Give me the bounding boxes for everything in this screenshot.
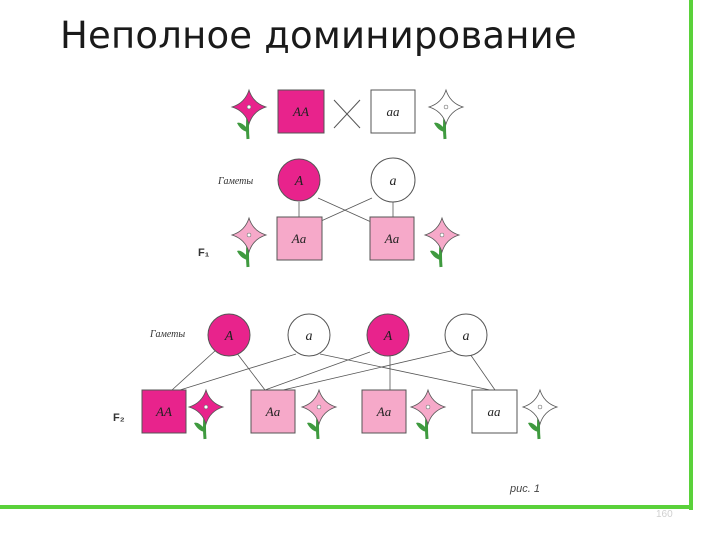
flower-dark-icon bbox=[230, 88, 268, 141]
f1-label: F₁ bbox=[198, 247, 210, 259]
slide-title: Неполное доминирование bbox=[60, 14, 577, 57]
cross-line bbox=[333, 99, 361, 129]
accent-line-vertical bbox=[689, 0, 693, 510]
f1-offspring-box bbox=[369, 216, 415, 261]
f2-genotype: Aa bbox=[265, 404, 281, 419]
page-number: 160 bbox=[656, 509, 673, 520]
parent-recessive-genotype: aa bbox=[387, 104, 401, 119]
f1-genotype: Aa bbox=[291, 231, 307, 246]
gamete-recessive bbox=[370, 157, 416, 203]
flower-light-icon bbox=[230, 216, 268, 269]
figure-caption: рис. 1 bbox=[509, 483, 540, 495]
gamete-recessive bbox=[287, 313, 331, 357]
gamete-line bbox=[235, 351, 266, 391]
f1-genotype: Aa bbox=[384, 231, 400, 246]
flower-white-icon bbox=[521, 388, 559, 441]
gamete-allele: A bbox=[224, 329, 234, 344]
gamete-recessive bbox=[444, 313, 488, 357]
gamete-dominant bbox=[277, 158, 321, 202]
gamete-line bbox=[179, 353, 297, 391]
gamete-dominant bbox=[207, 313, 251, 357]
flower-light-icon bbox=[423, 216, 461, 269]
f2-genotype: Aa bbox=[376, 404, 392, 419]
parent-dominant-box bbox=[277, 89, 325, 134]
gamete-line bbox=[171, 349, 217, 391]
f2-genotype: AA bbox=[155, 404, 172, 419]
f2-offspring-box bbox=[141, 389, 187, 434]
gametes-label: Гаметы bbox=[217, 176, 253, 187]
accent-line-horizontal bbox=[0, 505, 693, 509]
flower-light-icon bbox=[409, 388, 447, 441]
f2-offspring-box bbox=[250, 389, 296, 434]
gamete-allele: a bbox=[463, 329, 470, 344]
gamete-allele: A bbox=[294, 174, 304, 189]
f1-offspring-box bbox=[276, 216, 323, 261]
parent-recessive-box bbox=[370, 89, 416, 134]
gamete-line bbox=[282, 349, 456, 391]
gamete-dominant bbox=[366, 313, 410, 357]
gamete-allele: A bbox=[383, 329, 393, 344]
gamete-line bbox=[469, 353, 496, 391]
gamete-allele: a bbox=[306, 329, 313, 344]
gamete-allele: a bbox=[390, 174, 397, 189]
parent-dominant-genotype: AA bbox=[292, 104, 309, 119]
gamete-line bbox=[319, 353, 491, 391]
f2-label: F₂ bbox=[113, 412, 125, 424]
flower-white-icon bbox=[427, 88, 465, 141]
flower-dark-icon bbox=[187, 388, 225, 441]
f2-offspring-box bbox=[361, 389, 407, 434]
gamete-line bbox=[264, 351, 371, 391]
f2-offspring-box bbox=[471, 389, 518, 434]
flower-light-icon bbox=[300, 388, 338, 441]
f2-genotype: aa bbox=[488, 404, 502, 419]
gametes-label: Гаметы bbox=[149, 329, 185, 340]
